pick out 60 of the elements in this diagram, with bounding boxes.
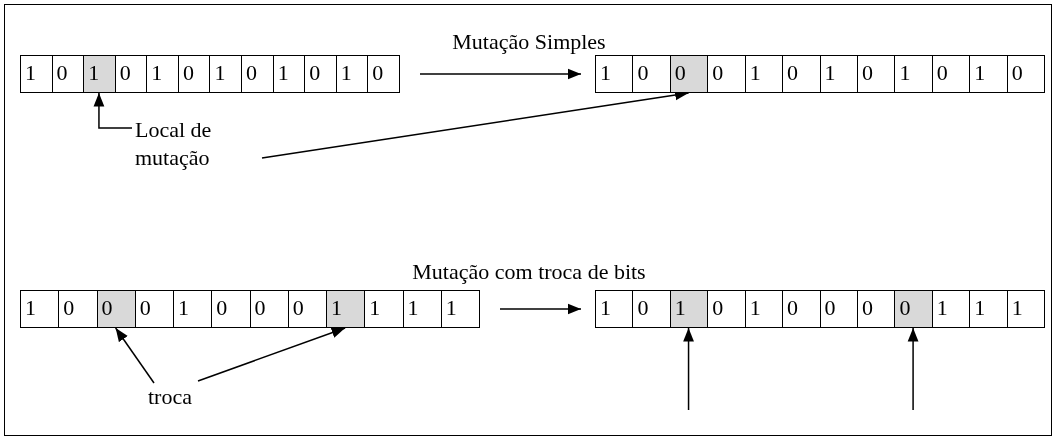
bit-cell: 1 bbox=[596, 56, 633, 92]
bit-cell: 0 bbox=[669, 56, 708, 92]
bit-cell: 1 bbox=[969, 291, 1007, 327]
section-title: Mutação Simples bbox=[451, 28, 607, 56]
bit-cell: 0 bbox=[707, 56, 745, 92]
bit-cell: 1 bbox=[744, 291, 783, 327]
bit-cell: 1 bbox=[969, 56, 1007, 92]
bit-cell: 0 bbox=[894, 291, 932, 327]
bit-cell: 1 bbox=[744, 56, 783, 92]
leader-line bbox=[114, 327, 155, 384]
leader-line bbox=[907, 327, 919, 411]
arrow bbox=[419, 68, 582, 80]
bit-cell: 0 bbox=[782, 56, 820, 92]
bit-cell: 1 bbox=[21, 291, 59, 327]
bit-cell: 1 bbox=[364, 291, 403, 327]
bit-cell: 1 bbox=[326, 291, 365, 327]
bit-cell: 0 bbox=[367, 56, 399, 92]
bit-cell: 1 bbox=[335, 56, 368, 92]
bit-cell: 0 bbox=[819, 291, 857, 327]
bit-cell: 0 bbox=[632, 56, 670, 92]
bit-cell: 1 bbox=[173, 291, 212, 327]
bit-cell: 0 bbox=[249, 291, 288, 327]
bit-cell: 0 bbox=[931, 56, 970, 92]
annotation-text: Local de mutação bbox=[135, 116, 275, 172]
bit-cell: 0 bbox=[58, 291, 97, 327]
leader-line bbox=[93, 92, 133, 129]
bit-cell: 1 bbox=[83, 56, 115, 92]
bit-cell: 0 bbox=[241, 56, 273, 92]
bit-cell: 1 bbox=[1006, 291, 1045, 327]
bit-cell: 0 bbox=[114, 56, 147, 92]
bit-cell: 1 bbox=[402, 291, 441, 327]
bit-cell: 0 bbox=[856, 56, 895, 92]
bit-cell: 1 bbox=[209, 56, 242, 92]
bit-cell: 1 bbox=[21, 56, 52, 92]
bit-cell: 0 bbox=[177, 56, 210, 92]
bit-cell: 1 bbox=[596, 291, 633, 327]
bit-cell: 0 bbox=[782, 291, 820, 327]
bit-string bbox=[20, 290, 480, 328]
bit-cell: 1 bbox=[931, 291, 970, 327]
annotation-text: troca bbox=[148, 383, 228, 411]
bit-cell: 0 bbox=[304, 56, 336, 92]
bit-cell: 1 bbox=[440, 291, 479, 327]
bit-cell: 0 bbox=[632, 291, 670, 327]
bit-cell: 0 bbox=[1006, 56, 1045, 92]
bit-cell: 1 bbox=[819, 56, 857, 92]
arrow bbox=[499, 303, 582, 315]
bit-string bbox=[595, 290, 1045, 328]
section-title: Mutação com troca de bits bbox=[411, 258, 647, 286]
bit-cell: 0 bbox=[96, 291, 135, 327]
bit-cell: 1 bbox=[272, 56, 305, 92]
bit-string bbox=[595, 55, 1045, 93]
bit-string bbox=[20, 55, 400, 93]
leader-line bbox=[197, 327, 346, 382]
bit-cell: 1 bbox=[894, 56, 932, 92]
bit-cell: 0 bbox=[211, 291, 250, 327]
leader-line bbox=[683, 327, 694, 411]
bit-cell: 1 bbox=[669, 291, 708, 327]
bit-cell: 0 bbox=[134, 291, 173, 327]
bit-cell: 0 bbox=[707, 291, 745, 327]
bit-cell: 1 bbox=[146, 56, 178, 92]
